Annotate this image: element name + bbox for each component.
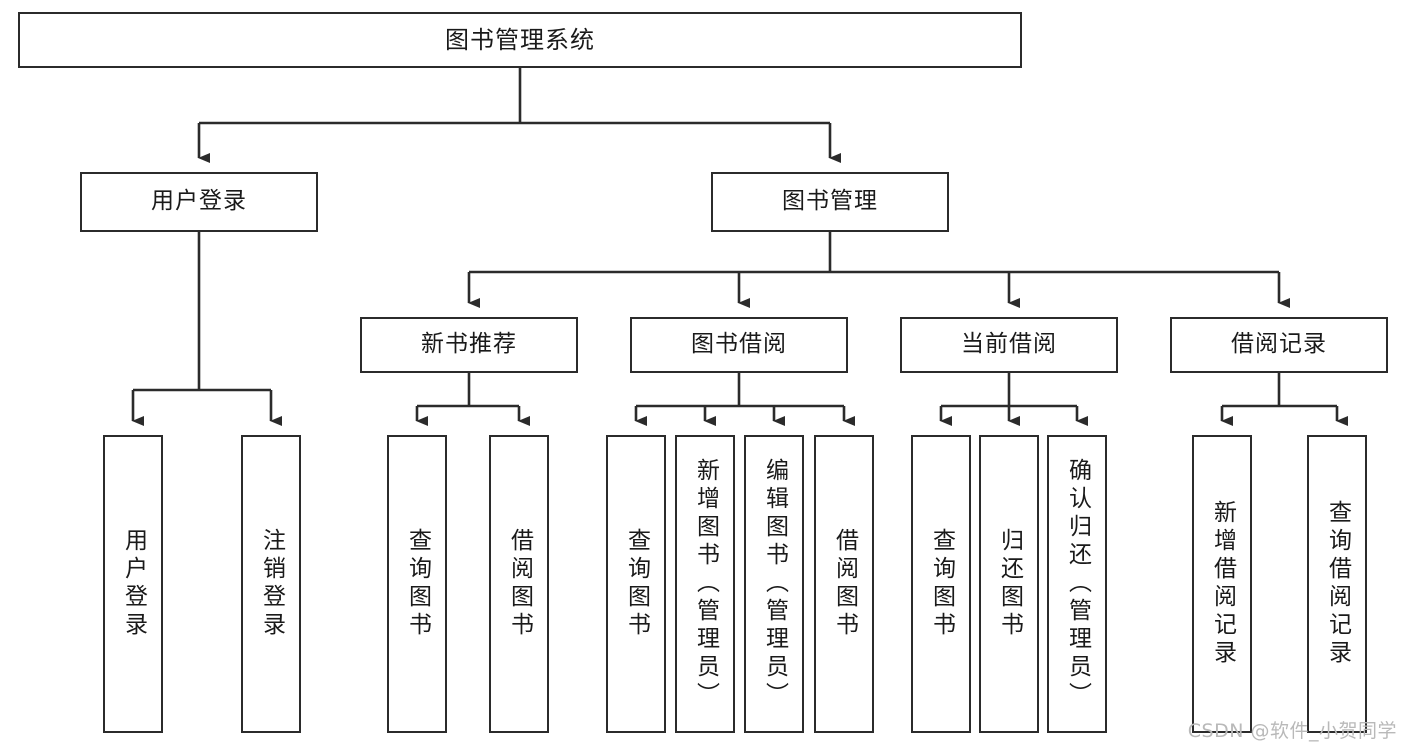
leaf-user-login[interactable]: 用户登录 [103,435,163,733]
node-label: 编辑图书（管理员） [761,458,788,710]
node-current-borrowing[interactable]: 当前借阅 [900,317,1118,373]
node-label: 新增图书（管理员） [692,458,719,710]
node-label: 查询借阅记录 [1324,500,1351,668]
leaf-borrow-books-new[interactable]: 借阅图书 [489,435,549,733]
leaf-add-borrow-record[interactable]: 新增借阅记录 [1192,435,1252,733]
leaf-confirm-return-admin[interactable]: 确认归还（管理员） [1047,435,1107,733]
node-label: 查询图书 [928,528,955,640]
leaf-query-books-new[interactable]: 查询图书 [387,435,447,733]
leaf-return-books[interactable]: 归还图书 [979,435,1039,733]
node-user-login[interactable]: 用户登录 [80,172,318,232]
node-label: 注销登录 [258,528,285,640]
node-label: 确认归还（管理员） [1064,458,1091,710]
watermark-text: CSDN @软件_小贺同学 [1187,720,1397,742]
node-label: 图书管理系统 [445,25,595,54]
leaf-query-borrow-record[interactable]: 查询借阅记录 [1307,435,1367,733]
leaf-logout[interactable]: 注销登录 [241,435,301,733]
node-label: 借阅图书 [506,528,533,640]
node-label: 新书推荐 [421,331,517,358]
node-book-borrowing[interactable]: 图书借阅 [630,317,848,373]
node-label: 新增借阅记录 [1209,500,1236,668]
leaf-edit-book-admin[interactable]: 编辑图书（管理员） [744,435,804,733]
node-label: 查询图书 [623,528,650,640]
node-label: 当前借阅 [961,331,1057,358]
node-label: 借阅记录 [1231,331,1327,358]
node-label: 查询图书 [404,528,431,640]
node-label: 用户登录 [151,188,247,215]
node-borrow-records[interactable]: 借阅记录 [1170,317,1388,373]
node-label: 用户登录 [120,528,147,640]
leaf-query-books-borrow[interactable]: 查询图书 [606,435,666,733]
node-label: 借阅图书 [831,528,858,640]
leaf-add-book-admin[interactable]: 新增图书（管理员） [675,435,735,733]
leaf-borrow-books[interactable]: 借阅图书 [814,435,874,733]
node-label: 图书借阅 [691,331,787,358]
node-new-book-recommendation[interactable]: 新书推荐 [360,317,578,373]
node-root-book-management-system[interactable]: 图书管理系统 [18,12,1022,68]
leaf-query-books-current[interactable]: 查询图书 [911,435,971,733]
node-book-management[interactable]: 图书管理 [711,172,949,232]
node-label: 图书管理 [782,188,878,215]
node-label: 归还图书 [996,528,1023,640]
